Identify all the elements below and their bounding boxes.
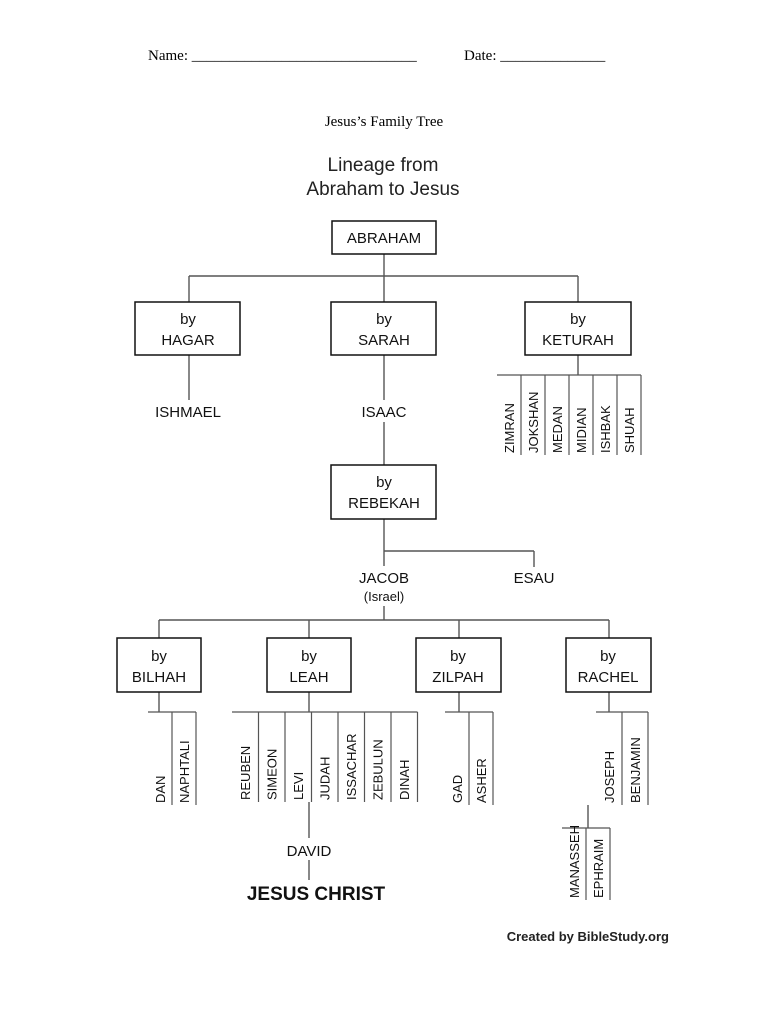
child-name-joseph: JOSEPH [602, 751, 617, 803]
keturah-box: by KETURAH [524, 301, 632, 356]
sarah-box: by SARAH [330, 301, 437, 356]
rachel-by: by [600, 648, 616, 665]
child-name-manasseh: MANASSEH [567, 825, 582, 898]
diagram-title-line1: Lineage from [328, 155, 439, 176]
sarah-name: SARAH [358, 332, 410, 349]
zilpah-by: by [450, 648, 466, 665]
name-label: Name: ______________________________ [148, 48, 417, 64]
rebekah-by: by [376, 474, 392, 491]
bilhah-name: BILHAH [132, 669, 186, 686]
tree-connectors [158, 253, 610, 880]
child-name-ephraim: EPHRAIM [591, 839, 606, 898]
credit-line: Created by BibleStudy.org [507, 929, 669, 944]
child-name-shuah: SHUAH [622, 407, 637, 453]
worksheet-title: Jesus’s Family Tree [324, 114, 444, 130]
child-name-simeon: SIMEON [265, 749, 280, 800]
jacob-alias: (Israel) [364, 589, 404, 604]
child-name-dinah: DINAH [397, 760, 412, 800]
date-label: Date: ______________ [464, 48, 606, 64]
diagram-title-line2: Abraham to Jesus [306, 179, 459, 200]
zilpah-box: by ZILPAH [415, 637, 502, 693]
jacob-label: JACOB [359, 570, 409, 587]
child-name-asher: ASHER [474, 758, 489, 803]
child-name-judah: JUDAH [318, 757, 333, 800]
child-name-levi: LEVI [291, 772, 306, 800]
leah-name: LEAH [289, 669, 328, 686]
jesus-christ-label: JESUS CHRIST [247, 884, 386, 905]
bilhah-by: by [151, 648, 167, 665]
child-name-jokshan: JOKSHAN [526, 392, 541, 453]
zilpah-name: ZILPAH [432, 669, 483, 686]
hagar-by: by [180, 311, 196, 328]
child-name-benjamin: BENJAMIN [628, 737, 643, 803]
david-label: DAVID [287, 843, 332, 860]
child-name-zebulun: ZEBULUN [371, 739, 386, 800]
leah-by: by [301, 648, 317, 665]
sarah-by: by [376, 311, 392, 328]
child-name-gad: GAD [450, 775, 465, 803]
hagar-name: HAGAR [161, 332, 215, 349]
abraham-box: ABRAHAM [331, 220, 437, 255]
child-name-medan: MEDAN [550, 406, 565, 453]
child-name-ishbak: ISHBAK [598, 405, 613, 453]
child-name-dan: DAN [153, 776, 168, 803]
esau-label: ESAU [514, 570, 555, 587]
ishmael-label: ISHMAEL [155, 404, 221, 421]
child-name-zimran: ZIMRAN [502, 403, 517, 453]
keturah-by: by [570, 311, 586, 328]
child-name-issachar: ISSACHAR [344, 734, 359, 800]
vertical-child-names: ZIMRAN JOKSHAN MEDAN MIDIAN ISHBAK SHUAH DAN NA… [153, 392, 643, 898]
keturah-name: KETURAH [542, 332, 614, 349]
abraham-label: ABRAHAM [347, 230, 421, 247]
hagar-box: by HAGAR [134, 301, 241, 356]
rachel-box: by RACHEL [565, 637, 652, 693]
sibling-brackets [148, 374, 649, 900]
child-name-reuben: REUBEN [238, 746, 253, 800]
child-name-naphtali: NAPHTALI [177, 740, 192, 803]
leah-box: by LEAH [266, 637, 352, 693]
rachel-name: RACHEL [578, 669, 639, 686]
rebekah-name: REBEKAH [348, 495, 420, 512]
isaac-label: ISAAC [361, 404, 406, 421]
bilhah-box: by BILHAH [116, 637, 202, 693]
child-name-midian: MIDIAN [574, 408, 589, 454]
rebekah-box: by REBEKAH [330, 464, 437, 520]
